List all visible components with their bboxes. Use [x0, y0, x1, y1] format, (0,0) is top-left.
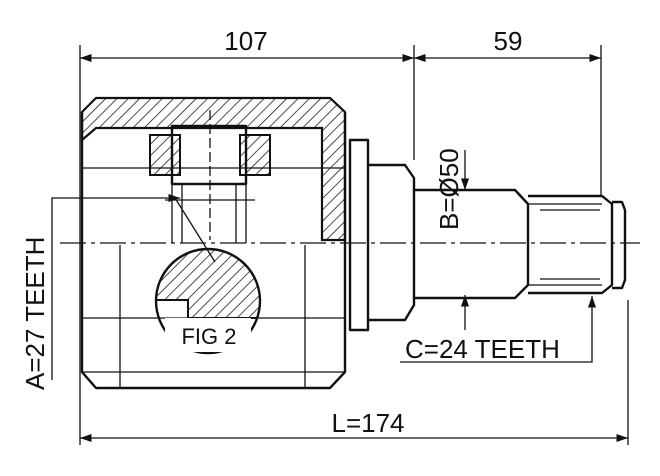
fig2-detail — [154, 247, 262, 355]
dim-b-label: B=Ø50 — [434, 148, 464, 230]
stub-shaft — [348, 138, 627, 332]
fig2-label: FIG 2 — [181, 324, 236, 349]
dim-59-label: 59 — [494, 26, 523, 56]
inner-race — [149, 110, 271, 263]
dim-l-label: L=174 — [331, 408, 404, 438]
dim-c-label: C=24 TEETH — [405, 334, 560, 364]
dim-a-label: A=27 TEETH — [20, 237, 50, 390]
dimension-lines — [51, 45, 629, 445]
dim-107-label: 107 — [224, 26, 267, 56]
